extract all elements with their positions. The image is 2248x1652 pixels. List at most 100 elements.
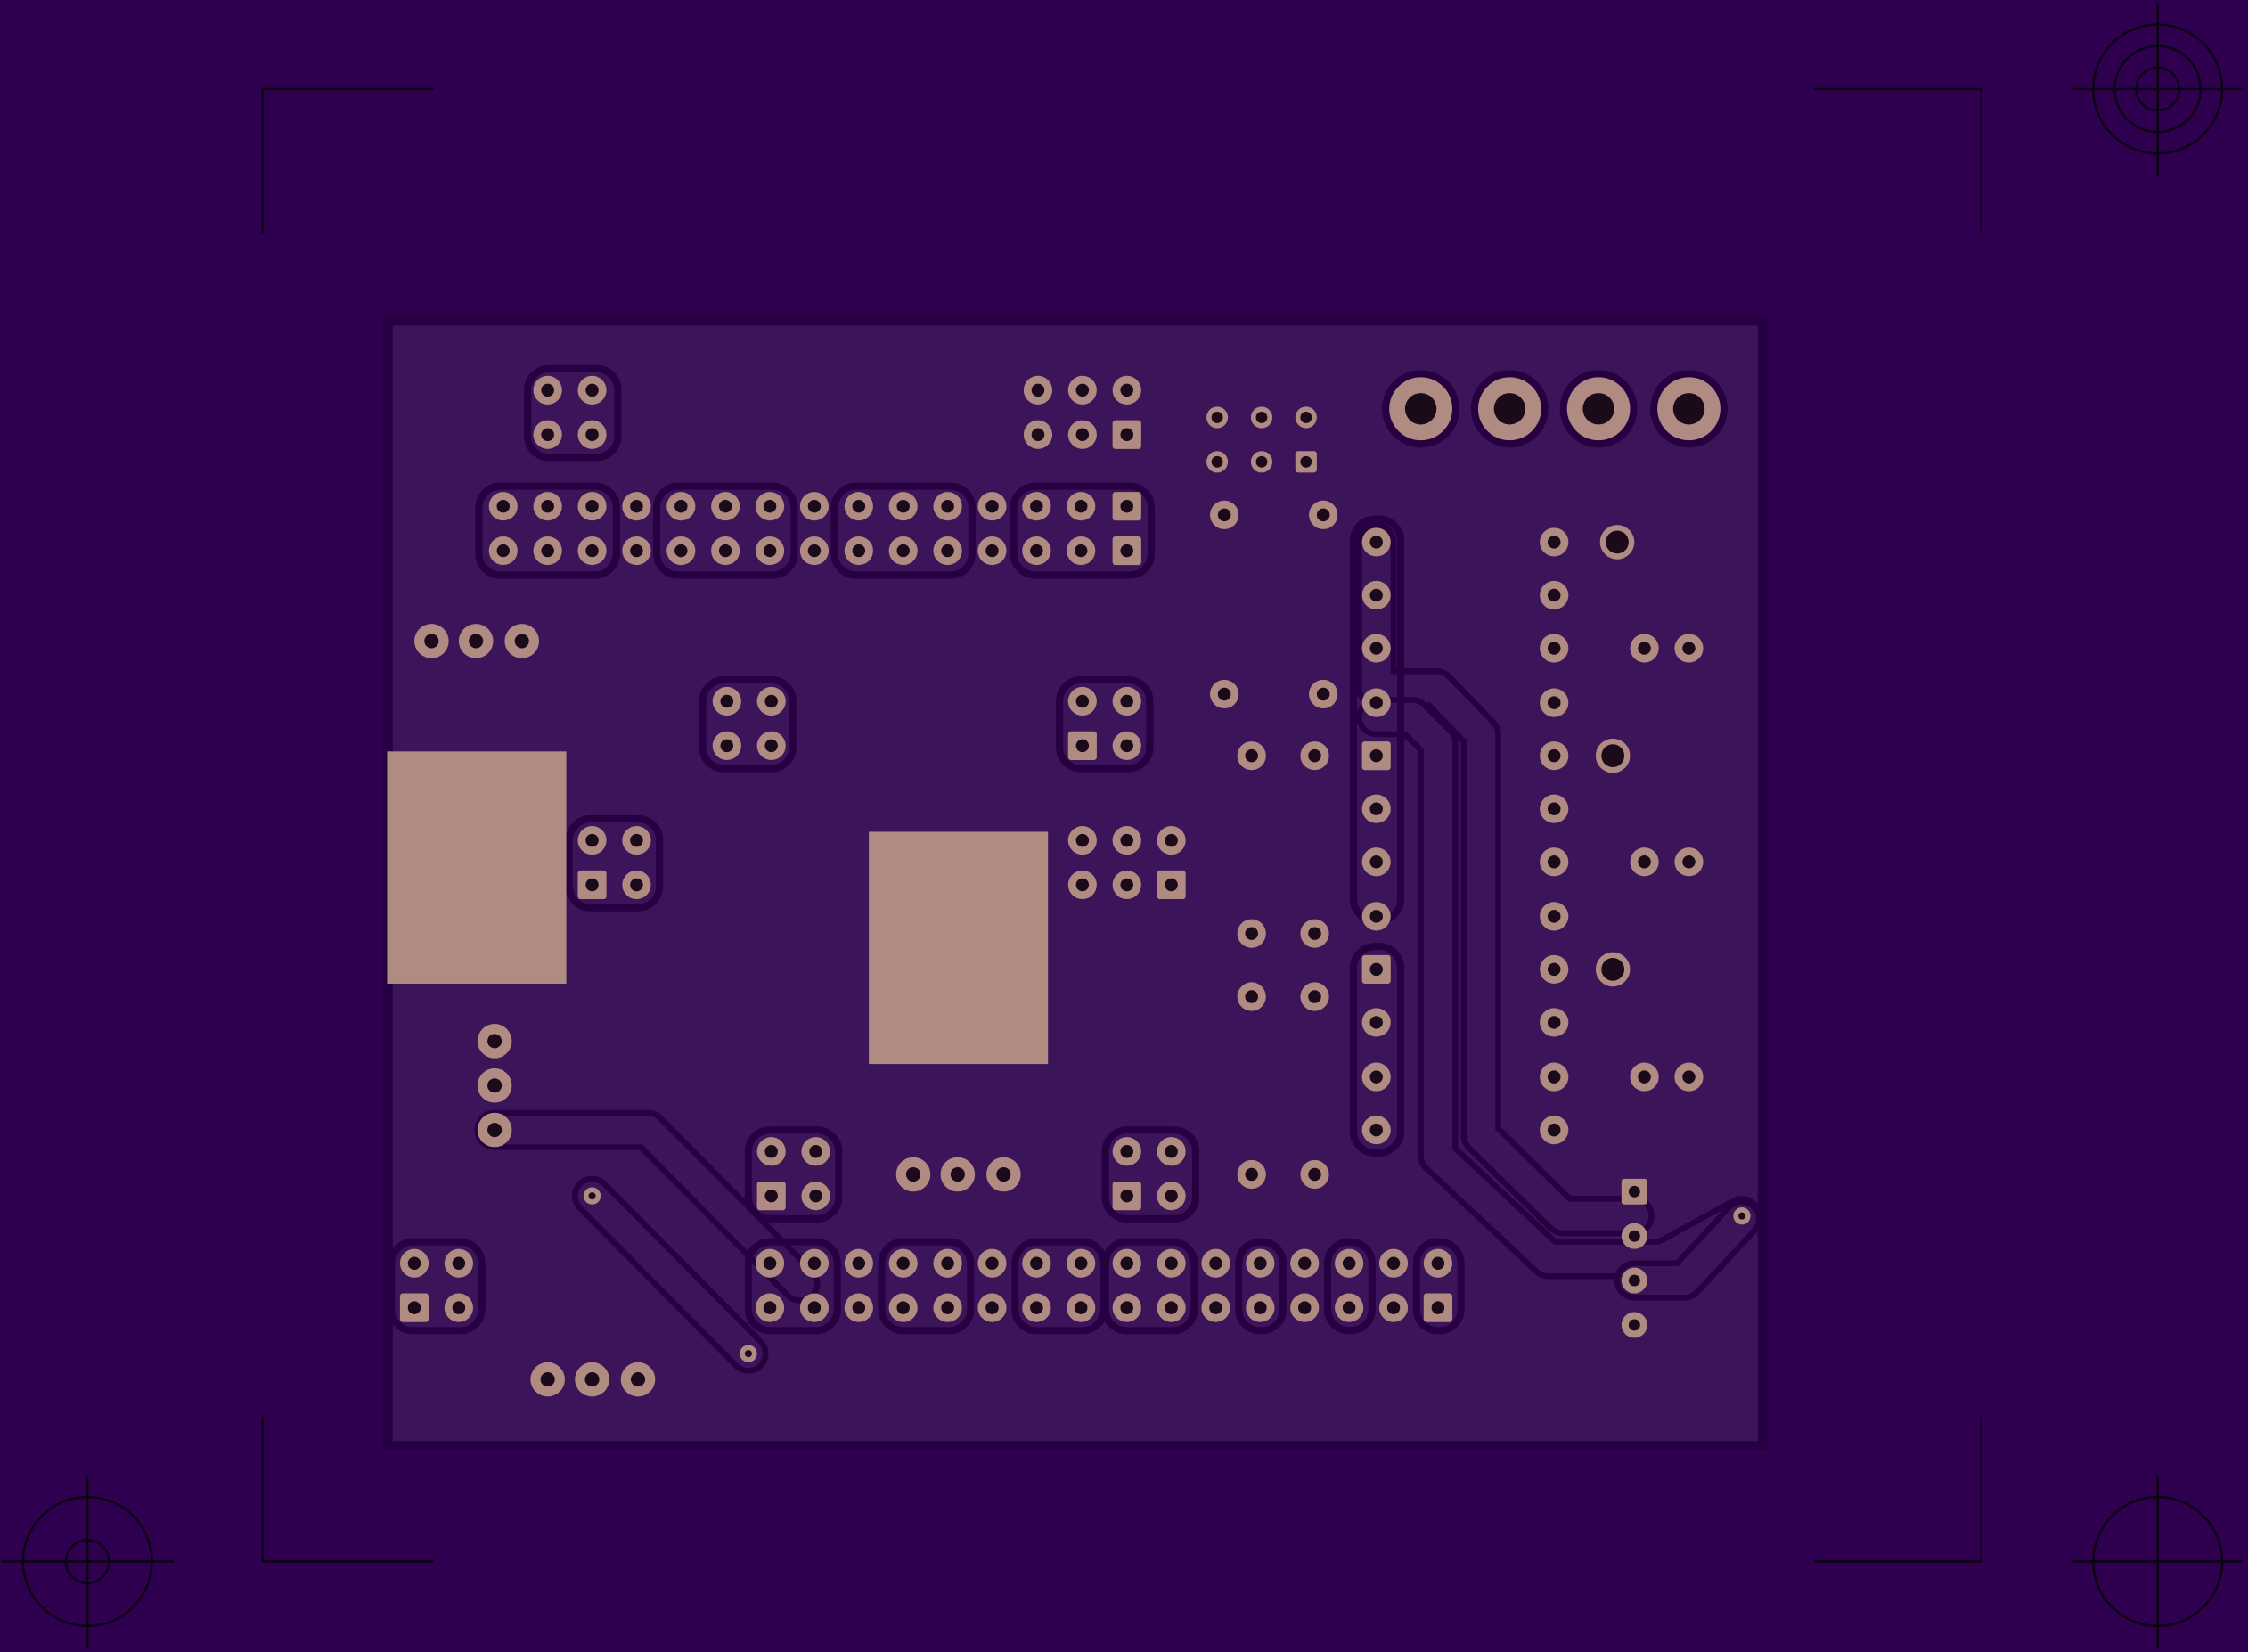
drill-hole — [764, 739, 778, 753]
through-hole-pad — [1630, 634, 1659, 663]
drill-hole — [809, 1145, 822, 1158]
drill-hole — [896, 1301, 910, 1314]
through-hole-pad — [1112, 536, 1141, 566]
drill-hole — [1245, 1167, 1258, 1182]
drill-hole — [996, 1166, 1011, 1182]
drill-hole — [674, 499, 688, 513]
drill-hole — [1074, 499, 1088, 513]
drill-hole — [1628, 1185, 1640, 1198]
drill-hole — [1404, 393, 1437, 425]
drill-hole — [1493, 393, 1526, 425]
through-hole-pad — [1674, 1062, 1704, 1092]
drill-hole — [1211, 455, 1223, 468]
drill-hole — [630, 544, 643, 558]
drill-hole — [1217, 687, 1231, 701]
drill-hole — [764, 694, 778, 708]
through-hole-pad — [1378, 1248, 1409, 1278]
through-hole-pad — [1210, 500, 1239, 529]
through-hole-pad — [1067, 536, 1096, 566]
drill-hole — [674, 544, 688, 558]
drill-hole — [941, 1301, 954, 1314]
through-hole-pad — [895, 1157, 931, 1192]
through-hole-pad — [711, 492, 740, 521]
registration-marks — [1, 3, 2244, 1648]
drill-hole — [487, 1078, 503, 1093]
through-hole-pad — [1246, 1293, 1275, 1322]
drill-hole — [985, 499, 999, 513]
through-hole-pad — [414, 624, 449, 658]
drill-hole — [1165, 1301, 1178, 1314]
through-hole-pad — [1067, 375, 1097, 405]
drill-hole — [1431, 1256, 1445, 1271]
through-hole-pad — [1157, 1293, 1186, 1322]
through-hole-pad — [1674, 847, 1704, 877]
drill-hole — [764, 1145, 778, 1158]
drill-hole — [1255, 411, 1268, 423]
fiducial-target-bottom-left — [1, 1475, 174, 1648]
drill-hole — [1120, 428, 1133, 441]
header-outline-bottom-row-f — [1323, 1238, 1376, 1335]
through-hole-pad — [933, 1293, 962, 1322]
drill-hole — [1547, 1123, 1561, 1137]
through-hole-pad — [1540, 1116, 1569, 1145]
header-outline-bottom-row-a — [744, 1238, 841, 1335]
through-hole-pads — [399, 370, 1751, 1397]
drill-hole — [1074, 544, 1088, 558]
through-hole-pad — [1112, 492, 1141, 521]
through-hole-pad — [1237, 741, 1266, 771]
drill-hole — [1075, 428, 1090, 441]
drill-hole — [1120, 1256, 1133, 1271]
drill-hole — [1369, 1016, 1383, 1029]
drill-hole — [1120, 1189, 1133, 1203]
drill-hole — [985, 1301, 999, 1314]
through-hole-pad — [1621, 1178, 1647, 1205]
drill-hole — [1165, 1145, 1178, 1158]
through-hole-pad — [577, 420, 607, 449]
drill-hole — [720, 739, 734, 753]
through-hole-pad — [712, 731, 741, 760]
drill-hole — [1254, 1301, 1267, 1314]
through-hole-pad — [1361, 902, 1391, 931]
drill-hole — [1369, 1123, 1383, 1137]
drill-hole — [1547, 748, 1561, 763]
drill-hole — [1369, 588, 1383, 602]
through-hole-pad — [577, 375, 607, 405]
through-hole-pad — [977, 536, 1007, 566]
through-hole-pad — [977, 1248, 1007, 1278]
header-outline-top-c — [830, 482, 976, 579]
drill-hole — [585, 499, 599, 513]
through-hole-pad — [933, 1248, 962, 1278]
drill-hole — [1031, 428, 1045, 441]
through-hole-pad — [1300, 741, 1329, 771]
through-hole-pad — [577, 826, 607, 855]
through-hole-pad — [1540, 794, 1569, 823]
through-hole-pad — [1621, 1223, 1647, 1249]
drill-hole — [1638, 855, 1651, 869]
through-hole-pad — [1022, 536, 1051, 566]
through-hole-pad — [755, 1293, 785, 1322]
through-hole-pad — [1540, 580, 1569, 610]
drill-hole — [807, 1256, 822, 1271]
through-hole-pad — [755, 536, 785, 566]
through-hole-pad — [1022, 1248, 1051, 1278]
drill-hole — [1638, 1070, 1651, 1084]
drill-hole — [1209, 1301, 1222, 1314]
through-hole-pad — [799, 536, 830, 566]
drill-hole — [630, 499, 643, 513]
through-hole-pad — [1621, 1267, 1647, 1294]
through-hole-pad — [799, 1248, 830, 1278]
through-hole-pad — [1309, 679, 1338, 709]
through-hole-pad — [666, 536, 696, 566]
drill-hole — [950, 1166, 965, 1182]
through-hole-pad — [1237, 1159, 1266, 1190]
drill-hole — [720, 694, 734, 708]
through-hole-pad — [504, 624, 540, 658]
through-hole-pad — [1566, 377, 1631, 441]
through-hole-pad — [1300, 1159, 1329, 1190]
drill-hole — [1298, 1256, 1312, 1271]
drill-hole — [1672, 393, 1705, 425]
drill-hole — [1606, 530, 1629, 554]
header-outline-top-b — [652, 482, 798, 579]
drill-hole — [1682, 1070, 1696, 1084]
